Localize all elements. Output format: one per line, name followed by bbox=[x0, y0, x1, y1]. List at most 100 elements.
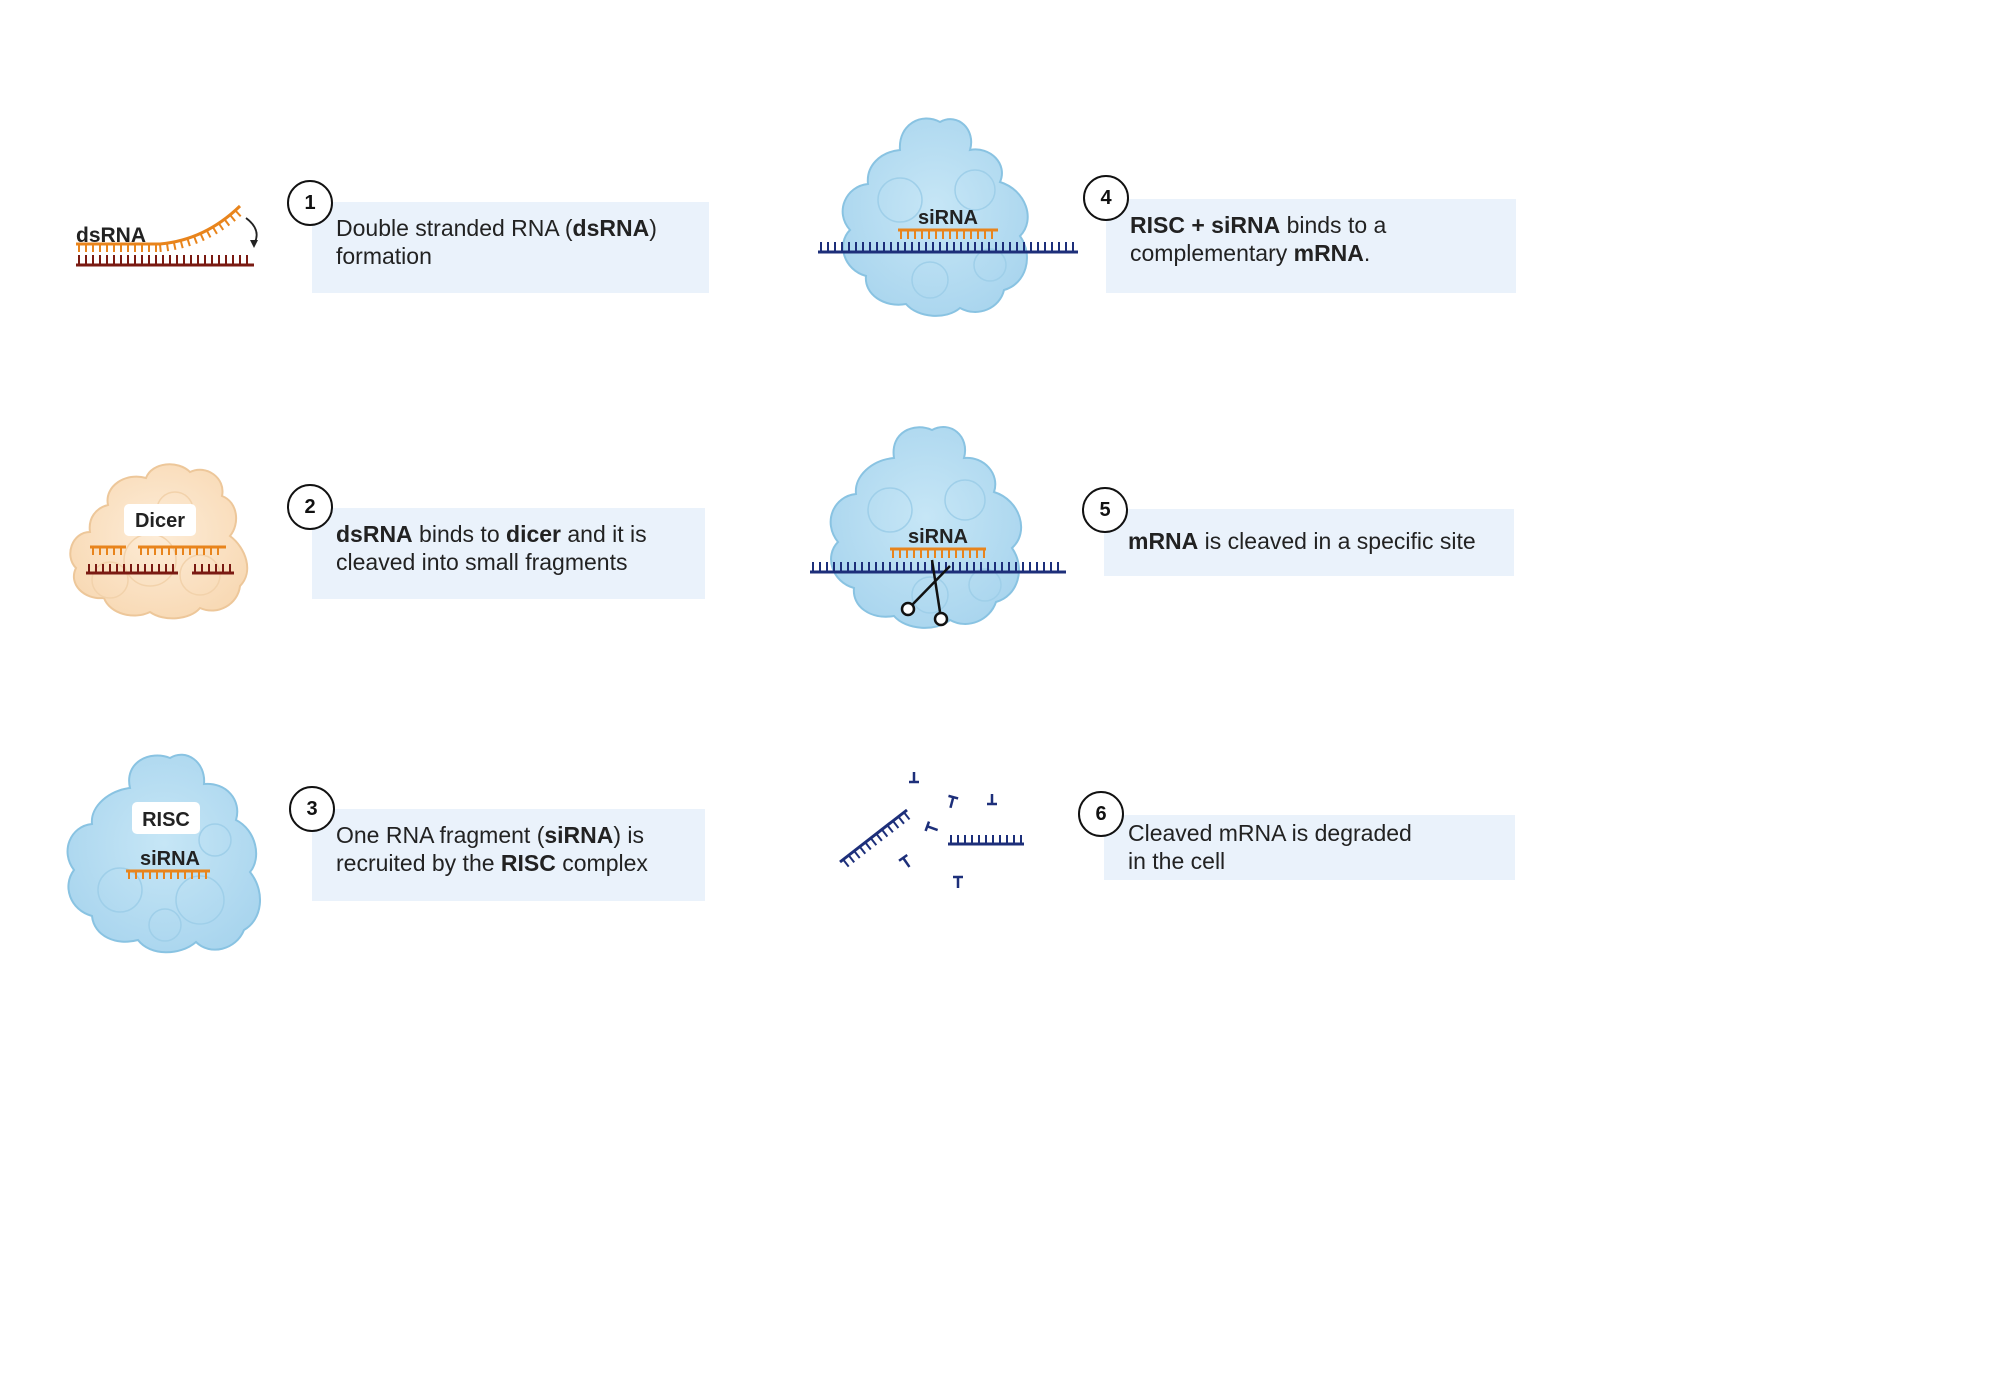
risc-label-box bbox=[132, 802, 200, 834]
step-4-text-line-1: RISC + siRNA binds to a bbox=[1130, 211, 1492, 239]
base-tick bbox=[858, 846, 867, 855]
base-tick bbox=[211, 226, 218, 235]
risc-binding-illustration: siRNA bbox=[818, 117, 1078, 317]
text-run: and it is bbox=[561, 521, 647, 547]
text-run: ) is bbox=[613, 822, 645, 848]
text-run: Double stranded RNA ( bbox=[336, 215, 573, 241]
dsrna-fragments bbox=[86, 545, 234, 575]
dsrna-label: dsRNA bbox=[76, 224, 146, 247]
base-tick bbox=[870, 837, 878, 846]
base-tick bbox=[165, 243, 170, 252]
step-2-number-badge: 2 bbox=[287, 484, 333, 530]
text-run: One RNA fragment ( bbox=[336, 822, 545, 848]
text-run: siRNA bbox=[544, 822, 614, 848]
sirna-label: siRNA bbox=[908, 526, 968, 548]
dsrna-dark-strand bbox=[76, 255, 254, 267]
step-2-box: dsRNA binds to dicer and it is cleaved i… bbox=[312, 508, 705, 599]
dsrna-orange-strand bbox=[76, 204, 242, 253]
step-3-box: One RNA fragment (siRNA) is recruited by… bbox=[312, 809, 705, 901]
base-tick bbox=[186, 238, 191, 247]
text-run: formation bbox=[336, 243, 432, 269]
step-5-box: mRNA is cleaved in a specific site bbox=[1104, 509, 1514, 576]
text-run: dsRNA bbox=[336, 521, 413, 547]
text-run: binds to a bbox=[1280, 212, 1387, 238]
cleavage-illustration: siRNA bbox=[810, 425, 1066, 629]
base-tick bbox=[886, 824, 894, 833]
step-1-number-badge: 1 bbox=[287, 180, 333, 226]
illustration-canvas: dsRNA Dicer RISC siRNA bbox=[66, 117, 1078, 954]
step-6-number-badge: 6 bbox=[1078, 791, 1124, 837]
base-tick bbox=[223, 218, 231, 227]
mrna-fragment-diagonal bbox=[839, 808, 911, 868]
text-run: . bbox=[1363, 240, 1371, 266]
text-run: ) bbox=[649, 215, 657, 241]
text-run: binds to bbox=[412, 521, 507, 547]
step-1-box: Double stranded RNA (dsRNA) formation bbox=[312, 202, 709, 293]
step-1-text-line-2: formation bbox=[336, 242, 685, 270]
risc-texture bbox=[867, 479, 1002, 614]
text-run: Cleaved mRNA is degraded bbox=[1128, 820, 1412, 846]
base-tick bbox=[892, 820, 900, 829]
base-tick bbox=[875, 833, 883, 842]
risc-label: RISC bbox=[142, 809, 190, 831]
text-run: RISC + siRNA bbox=[1130, 212, 1281, 238]
sirna-label: siRNA bbox=[140, 848, 200, 870]
step-1-text-line-1: Double stranded RNA (dsRNA) bbox=[336, 214, 685, 242]
base-tick bbox=[234, 209, 242, 217]
text-run: mRNA bbox=[1293, 240, 1364, 266]
step-4-text-line-2: complementary mRNA. bbox=[1130, 239, 1492, 267]
base-tick bbox=[179, 240, 184, 249]
text-run: is cleaved in a specific site bbox=[1198, 528, 1476, 554]
base-tick bbox=[193, 235, 198, 244]
base-tick bbox=[229, 214, 236, 222]
risc-complex-shape bbox=[66, 753, 262, 954]
text-run: dsRNA bbox=[572, 215, 650, 241]
sirna-label: siRNA bbox=[918, 207, 978, 229]
dicer-enzyme-shape bbox=[69, 463, 249, 620]
base-tick bbox=[159, 243, 162, 253]
dsrna-illustration: dsRNA bbox=[76, 204, 258, 267]
base-tick bbox=[881, 828, 889, 838]
risc-complex-shape bbox=[841, 117, 1029, 317]
step-6-text-line-2: in the cell bbox=[1128, 847, 1491, 875]
degraded-mrna-illustration bbox=[839, 772, 1024, 888]
text-run: cleaved into small fragments bbox=[336, 549, 628, 575]
step-6-box: Cleaved mRNA is degraded in the cell bbox=[1104, 815, 1515, 880]
base-tick bbox=[853, 850, 861, 859]
nucleotide-debris bbox=[898, 772, 997, 888]
dicer-label: Dicer bbox=[135, 510, 185, 532]
text-run: recruited by the bbox=[336, 850, 501, 876]
risc-illustration: RISC siRNA bbox=[66, 753, 262, 954]
step-2-text-line-2: cleaved into small fragments bbox=[336, 548, 681, 576]
dicer-label-box bbox=[124, 504, 196, 536]
text-run: in the cell bbox=[1128, 848, 1226, 874]
step-3-text-line-1: One RNA fragment (siRNA) is bbox=[336, 821, 681, 849]
step-2-text-line-1: dsRNA binds to dicer and it is bbox=[336, 520, 681, 548]
base-tick bbox=[864, 841, 872, 851]
text-run: dicer bbox=[506, 521, 561, 547]
step-3-text-line-2: recruited by the RISC complex bbox=[336, 849, 681, 877]
step-4-box: RISC + siRNA binds to a complementary mR… bbox=[1106, 199, 1516, 293]
step-6-text-line-1: Cleaved mRNA is degraded bbox=[1128, 819, 1491, 847]
text-run: mRNA bbox=[1128, 528, 1199, 554]
step-5-text-line-1: mRNA is cleaved in a specific site bbox=[1128, 527, 1490, 555]
base-tick bbox=[199, 233, 205, 242]
step-3-number-badge: 3 bbox=[289, 786, 335, 832]
base-tick bbox=[205, 229, 212, 238]
step-5-number-badge: 5 bbox=[1082, 487, 1128, 533]
curved-arrow-head bbox=[250, 240, 258, 248]
base-tick bbox=[897, 816, 905, 825]
base-tick bbox=[842, 858, 850, 868]
base-tick bbox=[847, 854, 855, 863]
base-tick bbox=[903, 811, 911, 821]
step-4-number-badge: 4 bbox=[1083, 175, 1129, 221]
base-tick bbox=[172, 241, 177, 251]
base-tick bbox=[217, 222, 225, 231]
text-run: complementary bbox=[1130, 240, 1294, 266]
mrna-fragment-straight bbox=[948, 835, 1024, 846]
scissors-icon bbox=[900, 559, 951, 627]
risc-complex-shape bbox=[829, 425, 1022, 629]
dicer-illustration: Dicer bbox=[69, 463, 249, 620]
text-run: complex bbox=[555, 850, 648, 876]
text-run: RISC bbox=[500, 850, 556, 876]
